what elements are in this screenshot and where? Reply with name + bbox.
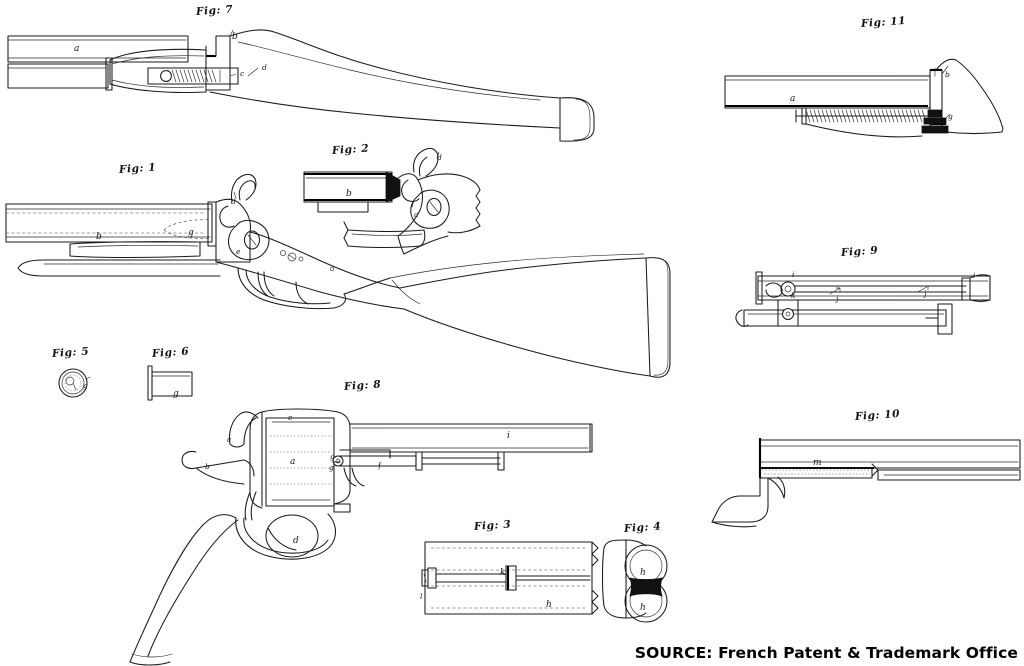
part-label-b: b xyxy=(346,189,352,199)
part-label-l: l xyxy=(420,592,423,601)
part-label-g: g xyxy=(329,463,334,472)
figure-1-drawing xyxy=(5,173,671,378)
part-label-g: g xyxy=(330,452,335,461)
figure-7-drawing xyxy=(7,29,595,142)
figure-5-drawing xyxy=(58,368,91,398)
part-label-m: m xyxy=(813,458,822,468)
part-label-d: d xyxy=(262,63,267,72)
figure-8-drawing xyxy=(129,408,593,666)
figure-4-drawing xyxy=(601,539,668,623)
source-credit: SOURCE: French Patent & Trademark Office xyxy=(634,644,1018,662)
part-label-a: a xyxy=(74,44,80,54)
part-label-g: g xyxy=(188,228,194,238)
part-label-b: b xyxy=(96,232,102,242)
part-label-h: h xyxy=(640,603,646,613)
part-label-i: i xyxy=(973,271,976,280)
part-label-i: i xyxy=(792,270,795,279)
part-label-d: d xyxy=(437,153,442,162)
part-label-k: k xyxy=(500,568,506,578)
figure-2-drawing xyxy=(303,147,481,255)
part-label-g: g xyxy=(173,389,179,399)
part-label-i: i xyxy=(507,431,510,441)
part-label-k: k xyxy=(791,291,796,300)
part-label-c: c xyxy=(240,69,245,78)
figure-6-drawing xyxy=(147,365,193,401)
part-label-b: b xyxy=(945,70,950,79)
figure-9-drawing xyxy=(735,271,991,335)
part-label-a: a xyxy=(290,457,296,467)
part-label-e: e xyxy=(236,247,241,256)
part-label-e: e xyxy=(288,413,293,422)
part-label-h: h xyxy=(546,600,552,610)
part-label-g: g xyxy=(83,381,88,390)
figure-3-drawing xyxy=(421,541,599,615)
figure-10-drawing xyxy=(711,438,1021,528)
part-label-a: a xyxy=(790,94,796,104)
part-label-d: d xyxy=(293,536,299,546)
part-label-b: b xyxy=(205,462,210,471)
part-label-b: b xyxy=(232,32,238,42)
part-label-h: h xyxy=(640,568,646,578)
part-label-g: g xyxy=(948,112,953,121)
part-label-a: a xyxy=(414,210,419,219)
part-label-c: c xyxy=(227,435,232,444)
figure-11-drawing xyxy=(724,58,1004,138)
part-label-d: d xyxy=(231,197,236,206)
